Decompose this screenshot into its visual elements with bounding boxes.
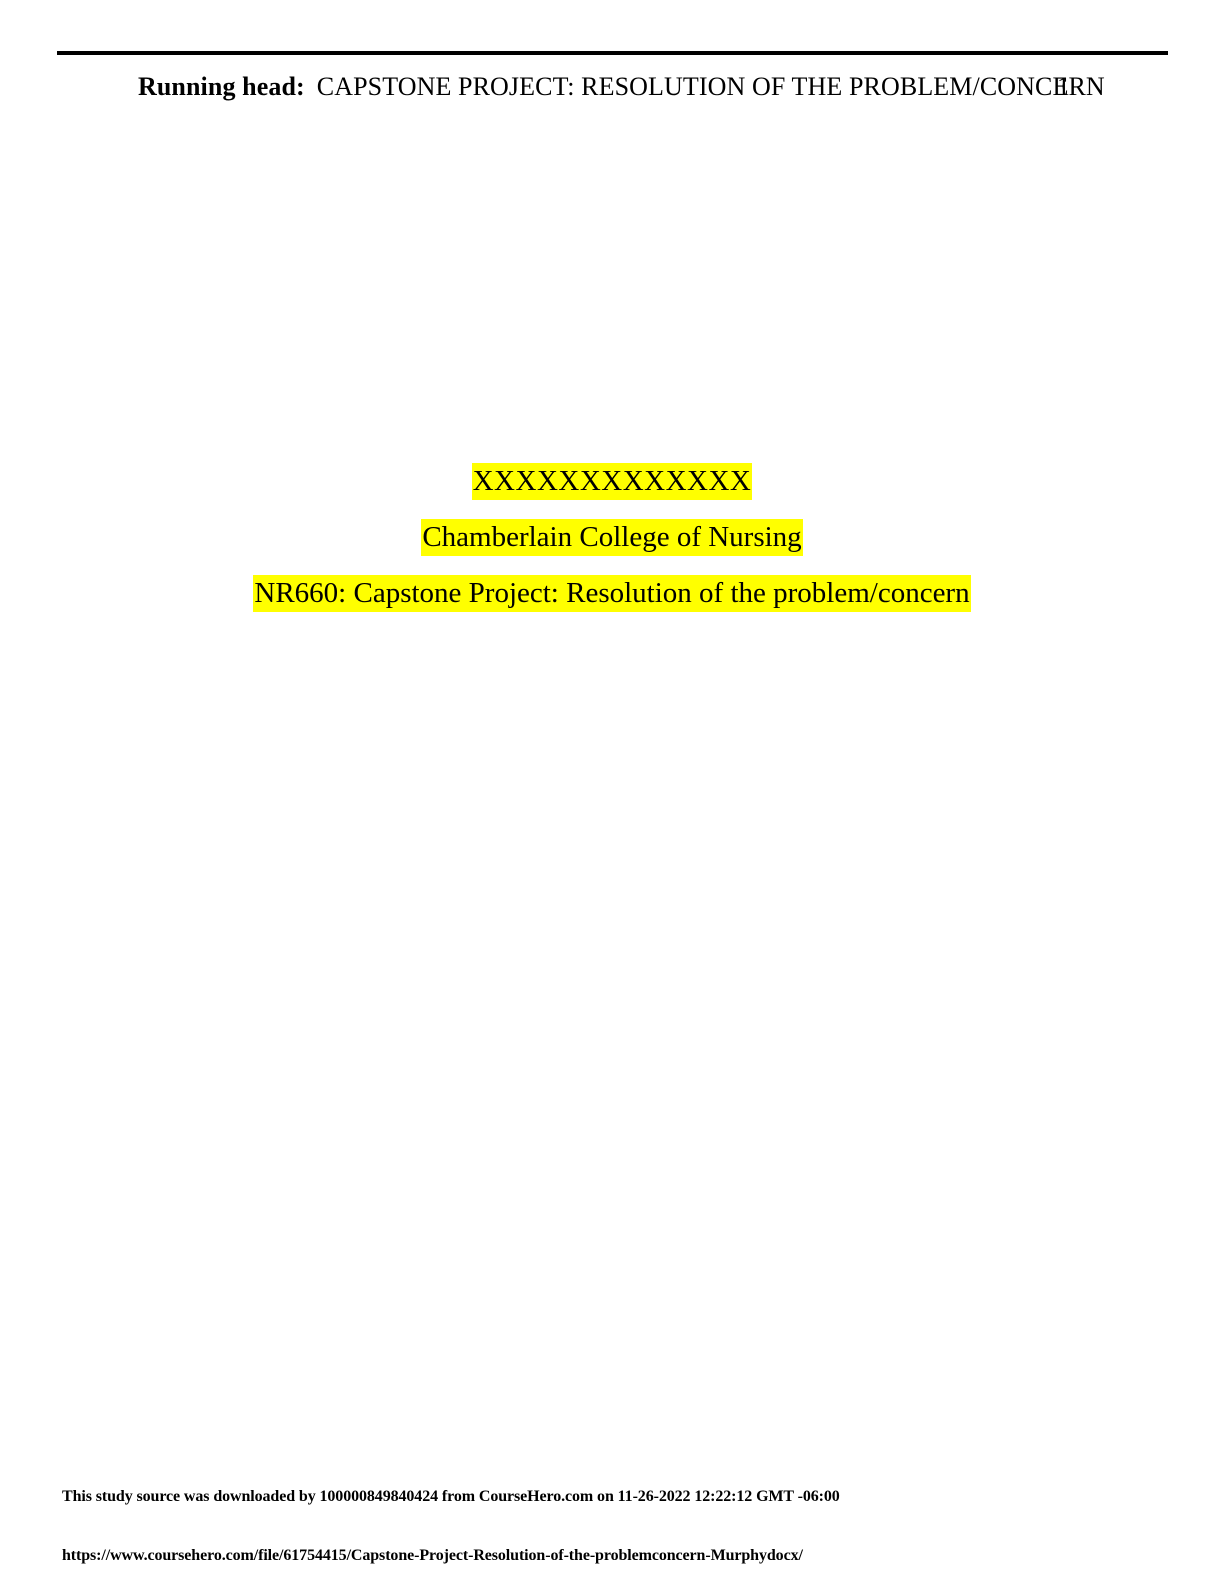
author-line: XXXXXXXXXXXXX [0, 463, 1224, 500]
institution-line: Chamberlain College of Nursing [0, 519, 1224, 556]
header-divider-rule [57, 51, 1168, 55]
author-name: XXXXXXXXXXXXX [471, 463, 753, 500]
page-number: 1 [1057, 72, 1070, 101]
running-head-title: CAPSTONE PROJECT: RESOLUTION OF THE PROB… [316, 72, 1105, 101]
institution-name: Chamberlain College of Nursing [421, 519, 803, 556]
download-note: This study source was downloaded by 1000… [62, 1488, 840, 1505]
course-title: NR660: Capstone Project: Resolution of t… [253, 575, 971, 612]
running-head-label: Running head: [138, 72, 305, 101]
running-head: Running head: CAPSTONE PROJECT: RESOLUTIO… [138, 70, 1138, 104]
title-block: XXXXXXXXXXXXX Chamberlain College of Nur… [0, 463, 1224, 612]
source-url-link[interactable]: https://www.coursehero.com/file/61754415… [62, 1547, 803, 1564]
course-line: NR660: Capstone Project: Resolution of t… [0, 575, 1224, 612]
